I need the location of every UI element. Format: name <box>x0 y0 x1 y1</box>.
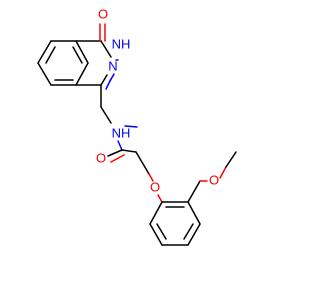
bond-double <box>110 154 125 163</box>
amide-nh-label: NH <box>112 125 131 140</box>
bond <box>124 125 138 128</box>
bond <box>187 223 201 246</box>
bond <box>187 180 201 203</box>
ether-oxygen-label: O <box>150 179 160 194</box>
amide-oxygen-label: O <box>96 150 106 165</box>
structure-drawing: O NH N NH O O O <box>37 6 237 246</box>
methoxyphenyl-ring <box>149 201 201 246</box>
bond <box>37 62 52 86</box>
bond <box>100 40 112 58</box>
bond <box>75 62 89 86</box>
bond <box>149 201 163 225</box>
bond <box>225 151 237 168</box>
bond-double-inner <box>183 223 194 240</box>
bond <box>75 40 89 64</box>
bond <box>100 106 112 124</box>
bond <box>117 140 123 151</box>
bond-double-inner <box>156 223 167 240</box>
fused-benzene-ring <box>37 40 89 86</box>
bond <box>157 194 163 203</box>
bond <box>107 149 123 157</box>
bond-double-inner <box>45 46 56 64</box>
bond <box>121 149 137 153</box>
molecule-diagram: O NH N NH O O O <box>37 6 237 246</box>
bond <box>37 40 52 64</box>
bond <box>135 151 150 175</box>
oxygen-label: O <box>98 6 108 21</box>
pyridazinone-ring <box>75 40 119 90</box>
bond <box>148 173 154 182</box>
nh-label: NH <box>112 36 131 51</box>
bond <box>100 74 108 86</box>
nitrogen-label: N <box>108 58 117 73</box>
bond <box>187 201 201 225</box>
methoxy-oxygen-label: O <box>209 172 219 187</box>
bond <box>149 223 163 246</box>
bond <box>219 166 227 179</box>
bond-double-inner <box>72 46 83 64</box>
bond-double <box>105 78 112 90</box>
